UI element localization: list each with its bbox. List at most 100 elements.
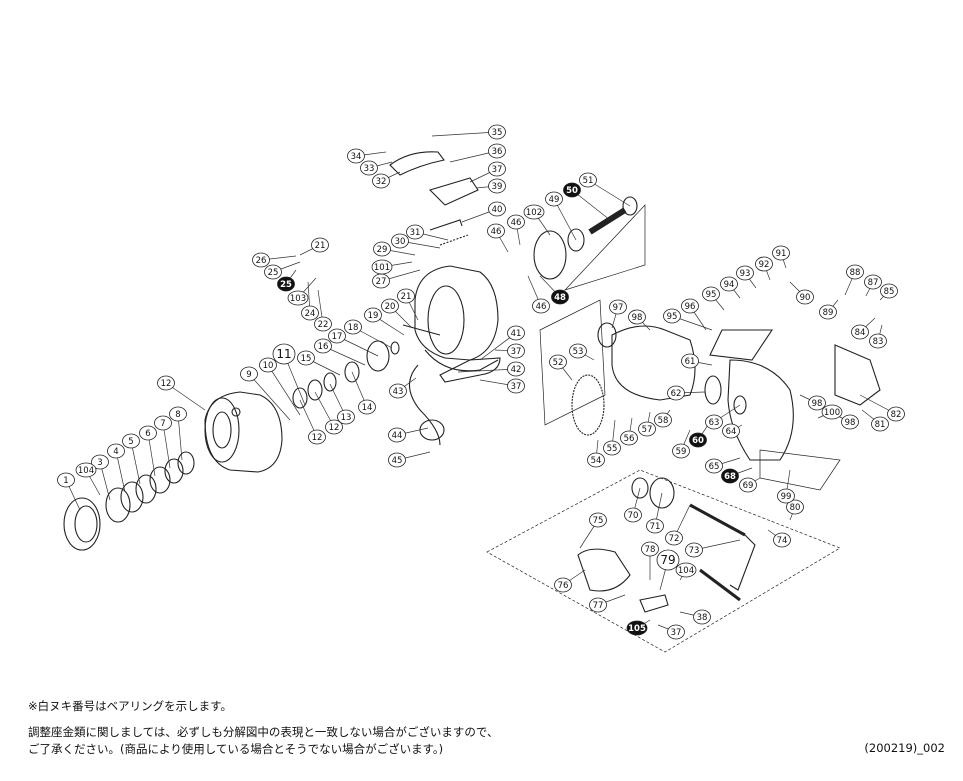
callout-number: 83 — [873, 337, 884, 347]
part-callouts: 1345678910111212121314151617181920212122… — [57, 124, 905, 640]
callout-number: 43 — [393, 387, 404, 397]
callout-number: 80 — [790, 503, 801, 513]
callout-68: 68 — [721, 468, 739, 484]
callout-69: 69 — [739, 477, 757, 493]
callout-circle — [693, 609, 711, 625]
callout-circle — [507, 378, 525, 394]
callout-88: 88 — [846, 264, 864, 280]
callout-39: 39 — [488, 178, 506, 194]
callout-41: 41 — [507, 325, 525, 341]
callout-number: 37 — [492, 165, 503, 175]
callout-number: 89 — [823, 308, 834, 318]
callout-1: 1 — [57, 472, 75, 488]
callout-number: 72 — [669, 534, 680, 544]
callout-circle — [139, 425, 157, 441]
callout-19: 19 — [364, 307, 382, 323]
callout-46: 46 — [487, 223, 505, 239]
callout-42: 42 — [507, 361, 525, 377]
bearing-60 — [704, 375, 722, 405]
callout-22: 22 — [314, 316, 332, 332]
callout-16: 16 — [314, 338, 332, 354]
callout-circle — [487, 223, 505, 239]
callout-number: 8 — [175, 410, 180, 420]
callout-number: 45 — [392, 456, 403, 466]
callout-number: 12 — [312, 433, 323, 443]
callout-number: 69 — [743, 481, 754, 491]
callout-4: 4 — [107, 443, 125, 459]
rotor — [414, 265, 499, 361]
callout-number: 49 — [549, 195, 560, 205]
callout-number: 63 — [709, 418, 720, 428]
callout-circle — [488, 178, 506, 194]
callout-circle — [381, 298, 399, 314]
callout-37: 37 — [507, 343, 525, 359]
callout-number: 15 — [301, 354, 312, 364]
callout-43: 43 — [389, 383, 407, 399]
callout-circle — [587, 452, 605, 468]
spool-washer-1 — [105, 487, 131, 523]
callout-64: 64 — [722, 423, 740, 439]
callout-8: 8 — [169, 406, 187, 422]
callout-53: 53 — [569, 343, 587, 359]
callout-14: 14 — [358, 399, 376, 415]
callout-circle — [808, 395, 826, 411]
callout-100: 100 — [821, 404, 843, 420]
callout-number: 38 — [697, 613, 708, 623]
callout-number: 46 — [491, 227, 502, 237]
callout-number: 5 — [128, 437, 133, 447]
callout-92: 92 — [755, 256, 773, 272]
callout-98: 98 — [808, 395, 826, 411]
spool-hole — [231, 407, 241, 417]
callout-12: 12 — [325, 419, 343, 435]
callout-circle — [372, 173, 390, 189]
callout-circle — [685, 542, 703, 558]
callout-number: 41 — [511, 329, 522, 339]
callout-circle — [786, 499, 804, 515]
callout-circle — [240, 366, 258, 382]
body-97 — [611, 325, 696, 401]
callout-circle — [772, 245, 790, 261]
bail-line-roller — [389, 151, 445, 176]
callout-number: 12 — [329, 423, 340, 433]
callout-circle — [549, 354, 567, 370]
callout-circle — [347, 148, 365, 164]
callout-95: 95 — [702, 286, 720, 302]
callout-91: 91 — [772, 245, 790, 261]
callout-number: 19 — [368, 311, 379, 321]
callout-number: 76 — [558, 581, 569, 591]
callout-number: 104 — [678, 566, 694, 576]
callout-number: 52 — [553, 358, 564, 368]
callout-97: 97 — [609, 299, 627, 315]
bearing-callout-circle — [626, 620, 648, 636]
callout-circle — [569, 343, 587, 359]
callout-number: 54 — [591, 456, 602, 466]
callout-37: 37 — [507, 378, 525, 394]
callout-95: 95 — [663, 308, 681, 324]
callout-number: 39 — [492, 182, 503, 192]
callout-number: 37 — [511, 382, 522, 392]
callout-number: 21 — [315, 241, 326, 251]
handle-knob-75 — [577, 548, 631, 592]
leader-lines — [65, 131, 897, 633]
callout-44: 44 — [388, 427, 406, 443]
callout-54: 54 — [587, 452, 605, 468]
callout-circle — [589, 597, 607, 613]
callout-12: 12 — [308, 429, 326, 445]
handle-knob-70 — [649, 477, 675, 509]
callout-102: 102 — [523, 204, 545, 220]
leader-line — [553, 198, 577, 241]
callout-number: 75 — [593, 516, 604, 526]
spool — [204, 391, 283, 473]
callout-number: 91 — [776, 249, 787, 259]
bearing-50 — [622, 196, 638, 216]
callout-36: 36 — [488, 143, 506, 159]
callout-80: 80 — [786, 499, 804, 515]
callout-number: 59 — [676, 447, 687, 457]
callout-number: 10 — [263, 361, 274, 371]
callout-number: 13 — [341, 413, 352, 423]
spool-front-rim — [204, 397, 240, 463]
part-drawings — [63, 151, 881, 653]
bearing-48 — [567, 228, 585, 252]
callout-number: 46 — [536, 302, 547, 312]
callout-94: 94 — [720, 276, 738, 292]
